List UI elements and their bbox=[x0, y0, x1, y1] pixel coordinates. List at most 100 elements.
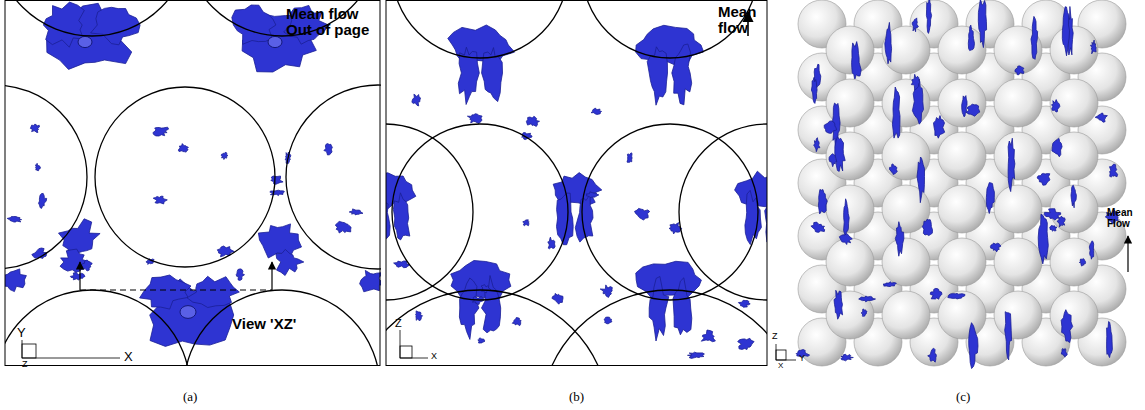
sphere bbox=[1050, 79, 1098, 127]
sphere bbox=[826, 185, 874, 233]
panel-label: (c) bbox=[956, 390, 970, 404]
vortex-isosurface bbox=[1044, 209, 1061, 220]
vortex-isosurface bbox=[153, 196, 167, 204]
vortex-isosurface bbox=[890, 164, 898, 175]
vortex-isosurface bbox=[701, 330, 715, 342]
vortex-isosurface bbox=[1079, 259, 1085, 267]
vortex-isosurface bbox=[467, 114, 482, 124]
figure-annotation: Z bbox=[395, 318, 402, 330]
vortex-isosurface bbox=[153, 127, 169, 136]
vortex-isosurface bbox=[270, 190, 285, 195]
vortex-isosurface bbox=[1005, 312, 1012, 360]
vortex-isosurface bbox=[7, 217, 21, 223]
sphere bbox=[882, 291, 930, 339]
vortex-isosurface bbox=[451, 261, 511, 299]
vortex-isosurface bbox=[258, 224, 301, 258]
vortex-isosurface bbox=[335, 221, 351, 233]
vortex-isosurface bbox=[852, 42, 862, 79]
vortex-isosurface bbox=[482, 276, 501, 333]
vortex-isosurface bbox=[649, 277, 669, 342]
vortex-isosurface bbox=[32, 248, 47, 258]
vortex-isosurface bbox=[829, 154, 837, 167]
vortex-isosurface bbox=[1062, 7, 1069, 56]
vortex-isosurface bbox=[672, 44, 692, 105]
figure-annotation: Z bbox=[772, 332, 778, 341]
vortex-isosurface bbox=[738, 300, 750, 307]
vortex-isosurface bbox=[1052, 100, 1060, 112]
figure-annotation: X bbox=[124, 350, 133, 364]
vortex-isosurface bbox=[526, 116, 539, 126]
vortex-isosurface bbox=[604, 317, 612, 324]
isosurface-core bbox=[180, 306, 196, 319]
vortex-isosurface bbox=[36, 163, 41, 170]
sphere bbox=[938, 185, 986, 233]
vortex-isosurface bbox=[30, 124, 39, 132]
vortex-isosurface bbox=[811, 222, 825, 232]
vortex-isosurface bbox=[512, 318, 521, 326]
vortex-isosurface bbox=[948, 293, 965, 299]
vortex-isosurface bbox=[360, 270, 381, 291]
vortex-isosurface bbox=[416, 311, 423, 321]
sphere-packing bbox=[798, 0, 1126, 366]
vortex-isosurface bbox=[1091, 40, 1097, 54]
vortex-isosurface bbox=[178, 144, 188, 153]
vortex-isosurface bbox=[1061, 348, 1067, 357]
vortex-isosurface bbox=[917, 157, 925, 203]
figure-annotation: View 'XZ' bbox=[232, 316, 296, 332]
vortex-isosurface bbox=[276, 249, 304, 275]
vortex-isosurface bbox=[962, 96, 967, 117]
vortex-isosurface bbox=[1110, 164, 1118, 177]
vortex-isosurface bbox=[1095, 113, 1107, 122]
figure-annotation: Y bbox=[799, 354, 805, 363]
vortex-isosurface bbox=[978, 0, 986, 48]
vortex-isosurface bbox=[1107, 322, 1113, 358]
vortex-isosurface bbox=[217, 246, 234, 257]
sphere bbox=[994, 238, 1042, 286]
vortex-isosurface bbox=[349, 209, 363, 215]
sphere bbox=[1050, 185, 1098, 233]
figure-annotation: Y bbox=[17, 326, 26, 340]
vortex-isosurface bbox=[91, 7, 141, 45]
vortex-isosurface bbox=[39, 193, 47, 208]
vortex-isosurface bbox=[926, 0, 931, 33]
sphere bbox=[994, 185, 1042, 233]
panel-label: (a) bbox=[183, 390, 197, 404]
vortex-isosurface bbox=[738, 338, 754, 349]
panel-a bbox=[5, 0, 381, 366]
sphere bbox=[938, 238, 986, 286]
vortex-isosurface bbox=[928, 348, 937, 362]
figure-annotation: Mean flow Out of page bbox=[286, 6, 382, 38]
vortex-isosurface bbox=[635, 208, 650, 220]
vortex-isosurface bbox=[548, 237, 555, 249]
isosurface-core bbox=[78, 36, 92, 47]
sphere bbox=[994, 132, 1042, 180]
vortex-isosurface bbox=[627, 153, 632, 163]
vortex-isosurface bbox=[586, 192, 599, 198]
vortex-isosurface bbox=[892, 87, 900, 138]
sphere bbox=[1050, 291, 1098, 339]
vortex-isosurface bbox=[834, 290, 843, 319]
isosurface-core bbox=[268, 36, 282, 47]
vortex-isosurface bbox=[986, 183, 994, 214]
vortex-isosurface bbox=[523, 220, 529, 226]
figure-annotation: Z bbox=[22, 360, 28, 369]
vortex-isosurface bbox=[393, 193, 409, 240]
vortex-isosurface bbox=[673, 278, 692, 335]
vortex-isosurface bbox=[140, 275, 191, 309]
vortex-isosurface bbox=[745, 190, 762, 244]
sphere bbox=[1050, 132, 1098, 180]
sphere bbox=[994, 79, 1042, 127]
vortex-isosurface bbox=[386, 191, 390, 241]
vortex-isosurface bbox=[522, 133, 533, 140]
vortex-isosurface bbox=[1008, 138, 1015, 191]
vortex-isosurface bbox=[1061, 310, 1073, 343]
panel-b bbox=[386, 0, 767, 366]
vortex-isosurface bbox=[448, 25, 515, 63]
vortex-isosurface bbox=[814, 138, 820, 152]
vortex-isosurface bbox=[324, 144, 333, 155]
vortex-isosurface bbox=[922, 219, 932, 235]
vortex-isosurface bbox=[969, 323, 978, 369]
vortex-isosurface bbox=[600, 285, 612, 298]
vortex-isosurface bbox=[934, 116, 945, 139]
